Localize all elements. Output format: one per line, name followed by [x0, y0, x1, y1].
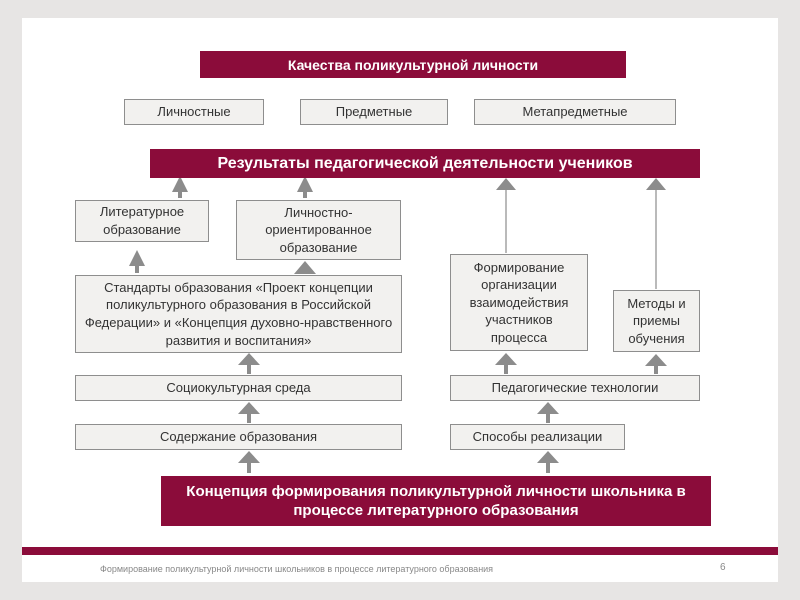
arrowhead-concept-content [238, 451, 260, 463]
arrowhead-content [238, 402, 260, 414]
arrowhead-methods [646, 178, 666, 190]
ways-box: Способы реализации [450, 424, 625, 450]
results-bar: Результаты педагогической деятельности у… [150, 149, 700, 178]
arrowhead-socio [238, 353, 260, 365]
footer-text: Формирование поликультурной личности шко… [100, 564, 494, 574]
lit-education-box: Литературное образование [75, 200, 209, 242]
quality-personal: Личностные [124, 99, 264, 125]
arrowhead-standards-personal [294, 261, 316, 274]
quality-metasubject: Метапредметные [474, 99, 676, 125]
arrowhead-pedtech-methods [645, 354, 667, 366]
arrowhead-ways [537, 402, 559, 414]
arrowhead-pedtech-interaction [495, 353, 517, 365]
bottom-band [22, 547, 778, 555]
arrowhead-interaction [496, 178, 516, 190]
arrows-layer [129, 176, 667, 473]
page-number: 6 [720, 562, 726, 573]
quality-subject: Предметные [300, 99, 448, 125]
concept-bar: Концепция формирования поликультурной ли… [161, 476, 711, 526]
sociocultural-box: Социокультурная среда [75, 375, 402, 401]
arrowhead-concept-ways [537, 451, 559, 463]
standards-box: Стандарты образования «Проект концепции … [75, 275, 402, 353]
methods-box: Методы и приемы обучения [613, 290, 700, 352]
interaction-box: Формирование организации взаимодействия … [450, 254, 588, 351]
ped-tech-box: Педагогические технологии [450, 375, 700, 401]
personal-education-box: Личностно-ориентированное образование [236, 200, 401, 260]
content-box: Содержание образования [75, 424, 402, 450]
slide: Качества поликультурной личности Личност… [22, 18, 778, 582]
title-bar: Качества поликультурной личности [200, 51, 626, 78]
